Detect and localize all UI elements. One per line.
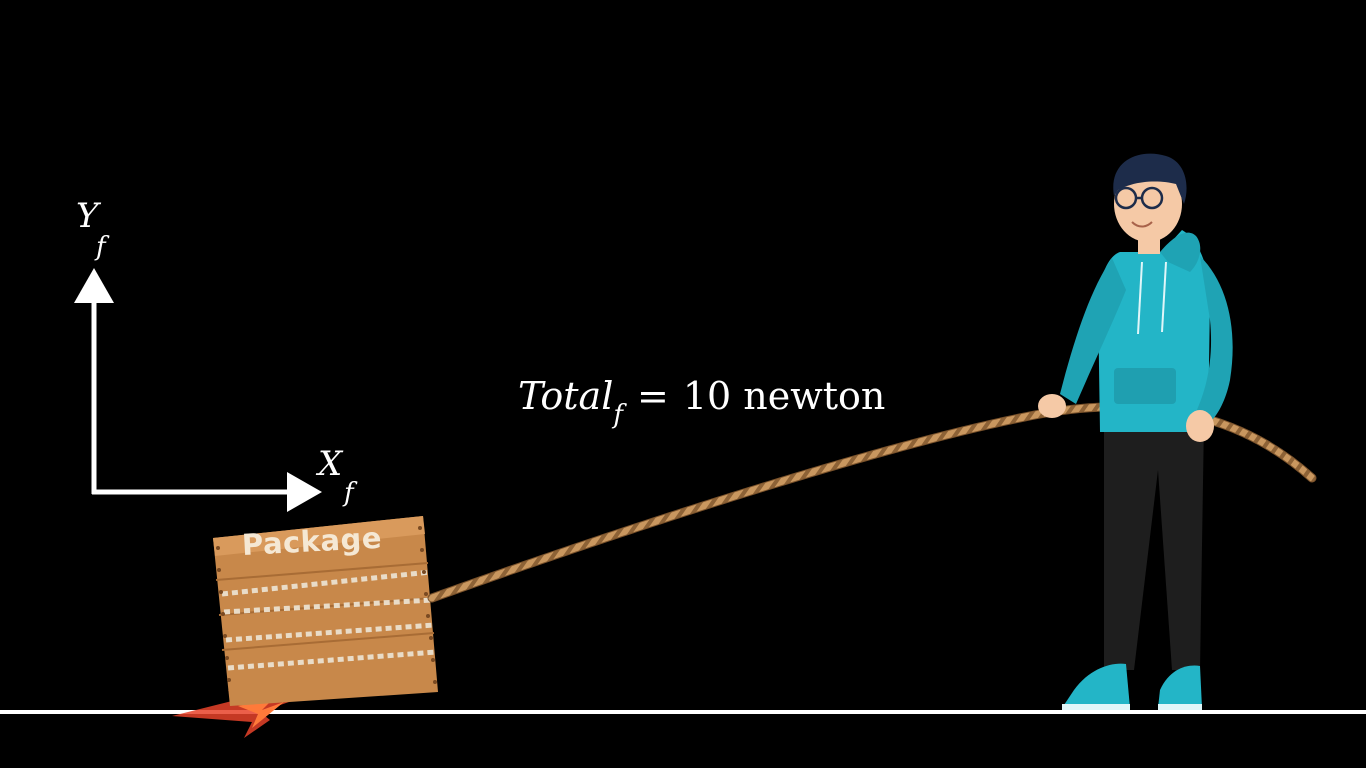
- equation-lhs-subscript: f: [613, 400, 623, 430]
- equation-lhs: Total: [518, 374, 614, 418]
- equation-value: 10: [682, 374, 732, 418]
- force-equation: Totalf = 10 newton: [518, 374, 886, 430]
- x-axis-subscript: f: [344, 478, 354, 508]
- y-axis-subscript: f: [96, 232, 106, 262]
- equation-unit: newton: [743, 374, 886, 418]
- x-axis-label: X: [318, 444, 343, 484]
- axes-arrows: [74, 268, 322, 512]
- package-box: [213, 516, 438, 706]
- y-axis-arrowhead-icon: [74, 268, 114, 303]
- x-axis-arrowhead-icon: [287, 472, 322, 512]
- person-figure: [1038, 153, 1233, 710]
- equation-operator: =: [636, 374, 669, 418]
- y-axis-label: Y: [76, 196, 99, 236]
